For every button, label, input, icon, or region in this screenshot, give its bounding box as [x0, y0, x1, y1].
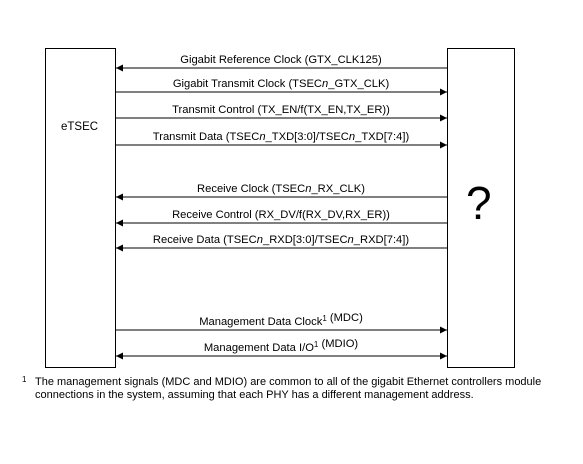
rx-clk-label: Receive Clock (TSECn_RX_CLK) [197, 183, 365, 195]
gtx-clk125-label: Gigabit Reference Clock (GTX_CLK125) [180, 54, 382, 66]
etsec-block [45, 48, 116, 368]
phy-question-mark: ? [466, 177, 492, 229]
rx-ctl-label: Receive Control (RX_DV/f(RX_DV,RX_ER)) [172, 209, 390, 221]
mdio-label: Management Data I/O1 (MDIO) [204, 338, 359, 354]
mdc-label: Management Data Clock1 (MDC) [199, 312, 363, 328]
txd-label: Transmit Data (TSECn_TXD[3:0]/TSECn_TXD[… [153, 131, 410, 143]
tx-ctl-label: Transmit Control (TX_EN/f(TX_EN,TX_ER)) [172, 104, 390, 116]
footnote-text: The management signals (MDC and MDIO) ar… [35, 376, 542, 401]
etsec-label: eTSEC [61, 121, 99, 133]
rxd-label: Receive Data (TSECn_RXD[3:0]/TSECn_RXD[7… [153, 234, 409, 246]
phy-block [447, 48, 515, 368]
gtx-clk-label: Gigabit Transmit Clock (TSECn_GTX_CLK) [173, 78, 390, 90]
footnote-marker: 1 [22, 375, 27, 384]
